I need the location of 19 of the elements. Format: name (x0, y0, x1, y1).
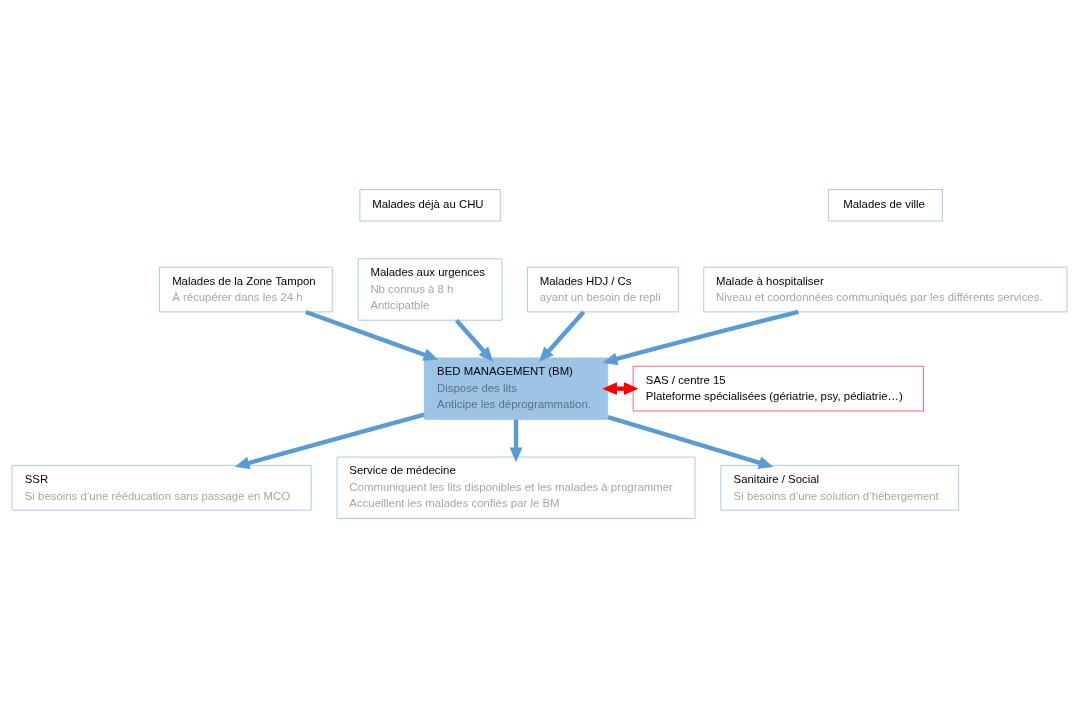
node-box: Malades déjà au CHU (359, 188, 501, 222)
arrow (509, 419, 523, 462)
arrow (602, 381, 639, 395)
node-box: Sanitaire / Social Si besoins d’une solution d’hébergement (720, 464, 960, 511)
arrow (602, 309, 799, 365)
node-box: Malades de ville (827, 188, 943, 222)
arrow (539, 310, 586, 362)
node-box: SAS / centre 15 Plateforme spécialisées (gériatrie, psy, pédiatrie…) (632, 365, 924, 411)
arrow (305, 309, 439, 361)
node-box: SSR Si besoins d’une rééducation sans passage en MCO (11, 464, 312, 511)
arrow (234, 412, 425, 469)
node-box: Malades aux urgences Nb connus à 8 h Anticipatble (357, 257, 503, 321)
arrow (607, 414, 774, 469)
arrow (454, 318, 494, 362)
node-box: Malades de la Zone Tampon À récupérer dans les 24 h (159, 266, 333, 312)
node-box: Malade à hospitaliser Niveau et coordonnées communiqués par les différents services. (703, 266, 1068, 312)
node-box: BED MANAGEMENT (BM) Dispose des lits Anticipe les déprogrammation. (423, 357, 609, 420)
node-box: Service de médecine Communiquent les lits disponibles et les malades à programmer Accueillent les malades confiés par le BM (336, 456, 696, 519)
node-box: Malades HDJ / Cs ayant un besoin de repli (527, 266, 679, 312)
